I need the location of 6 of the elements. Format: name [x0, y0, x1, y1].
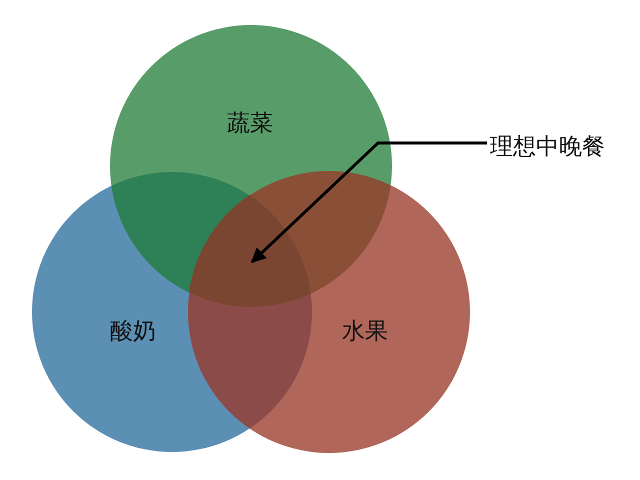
leader-arrow — [250, 142, 487, 264]
overlap-region — [187, 193, 313, 308]
circle-label: 酸奶 — [110, 320, 156, 344]
callout-label: 理想中晚餐 — [490, 136, 605, 159]
circle-label: 蔬菜 — [227, 112, 273, 136]
circle-label: 水果 — [342, 320, 388, 344]
